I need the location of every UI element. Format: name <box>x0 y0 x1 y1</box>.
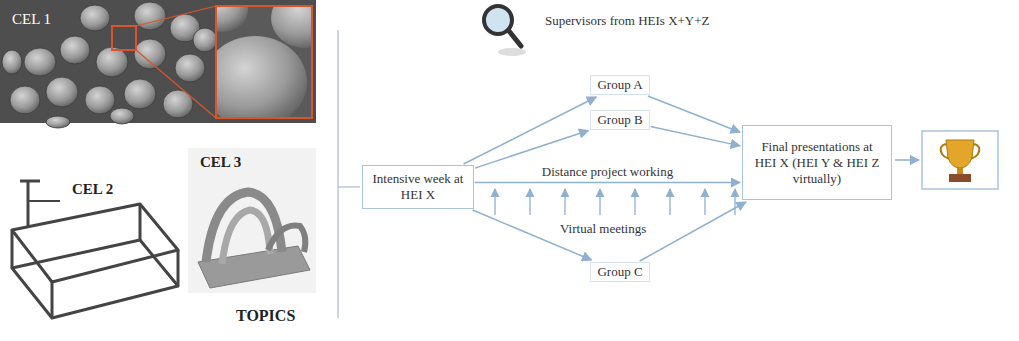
image-label: CEL 1 <box>12 10 51 28</box>
meeting-arrow <box>704 189 705 215</box>
printed-part <box>198 192 310 288</box>
process-box: Intensive week at HEI X <box>362 165 474 209</box>
frame-mast <box>27 180 30 227</box>
sphere <box>110 108 134 124</box>
sphere <box>96 47 128 77</box>
zoom-marker <box>112 26 136 50</box>
part-arch <box>268 226 305 253</box>
flow-arrow <box>475 182 740 184</box>
frame-top <box>12 204 178 282</box>
sphere <box>24 48 56 76</box>
sphere <box>60 36 90 64</box>
frame-drawing <box>12 180 178 318</box>
supervisor-icon <box>484 6 526 56</box>
frame-post <box>11 230 14 268</box>
group-label-box: Group A <box>590 75 649 95</box>
meeting-arrows <box>495 189 735 215</box>
sphere <box>124 79 156 109</box>
award-arrow <box>895 159 919 161</box>
group-label-box: Group B <box>590 110 649 130</box>
meeting-arrow <box>494 189 495 215</box>
sphere <box>217 36 307 117</box>
part-arch <box>222 210 270 264</box>
flow-arrow <box>648 96 740 132</box>
trophy-handle <box>971 144 979 158</box>
sphere <box>134 39 166 69</box>
image-label: CEL 2 <box>72 180 113 198</box>
node-text: Group A <box>597 77 642 93</box>
bracket-line <box>337 30 339 318</box>
meeting-arrow <box>669 189 670 215</box>
magnifier-handle <box>509 31 521 46</box>
part-photo <box>188 148 316 293</box>
sphere <box>193 28 217 52</box>
sphere <box>85 86 115 114</box>
trophy-box <box>922 131 998 189</box>
sphere <box>80 5 110 31</box>
inset-spheres <box>217 7 311 117</box>
meeting-arrow <box>529 189 530 215</box>
supervisor-label: Supervisors from HEIs X+Y+Z <box>545 13 710 29</box>
image-label: CEL 3 <box>200 153 241 171</box>
meeting-label: Virtual meetings <box>560 221 646 237</box>
meeting-arrow <box>564 189 565 215</box>
icon-shadow <box>498 48 526 56</box>
node-text: Intensive week at HEI X <box>369 171 467 203</box>
sphere <box>271 7 311 48</box>
sphere <box>46 77 78 107</box>
flow-arrow <box>651 127 740 146</box>
meeting-arrow <box>599 189 600 215</box>
node-text: Final presentations at HEI X (HEI Y & HE… <box>751 139 883 187</box>
sphere <box>217 7 248 32</box>
sphere <box>175 54 205 82</box>
trophy-stem <box>957 168 963 174</box>
trophy-cup <box>946 140 974 168</box>
zoom-line <box>136 50 216 118</box>
frame-mast-top <box>20 180 40 183</box>
frame-arm <box>28 200 60 202</box>
node-text: Group B <box>597 112 642 128</box>
part-base <box>198 246 310 288</box>
bracket-line <box>338 186 360 188</box>
sphere <box>2 50 22 74</box>
frame-post <box>177 250 180 286</box>
inset-frame <box>216 6 312 118</box>
frame-post <box>139 204 142 240</box>
meeting-arrow <box>734 189 735 215</box>
zoom-line <box>136 6 216 26</box>
sphere <box>10 86 40 114</box>
magnifier-lens <box>484 6 512 34</box>
sphere-group <box>2 2 217 128</box>
trophy-handle <box>941 144 949 158</box>
group-label-box: Group C <box>590 262 649 282</box>
flow-arrow <box>640 202 746 261</box>
section-label: TOPICS <box>236 306 295 325</box>
node-text: Group C <box>597 264 642 280</box>
frame-base <box>12 240 178 318</box>
sphere <box>46 116 70 128</box>
meeting-arrow <box>634 189 635 215</box>
flow-arrow <box>475 130 588 168</box>
process-box: Final presentations at HEI X (HEI Y & HE… <box>742 125 892 200</box>
edge-label: Distance project working <box>540 164 675 180</box>
trophy-icon <box>941 140 980 182</box>
trophy-base <box>949 174 971 182</box>
flow-arrow <box>464 97 597 164</box>
frame-post <box>51 282 54 318</box>
